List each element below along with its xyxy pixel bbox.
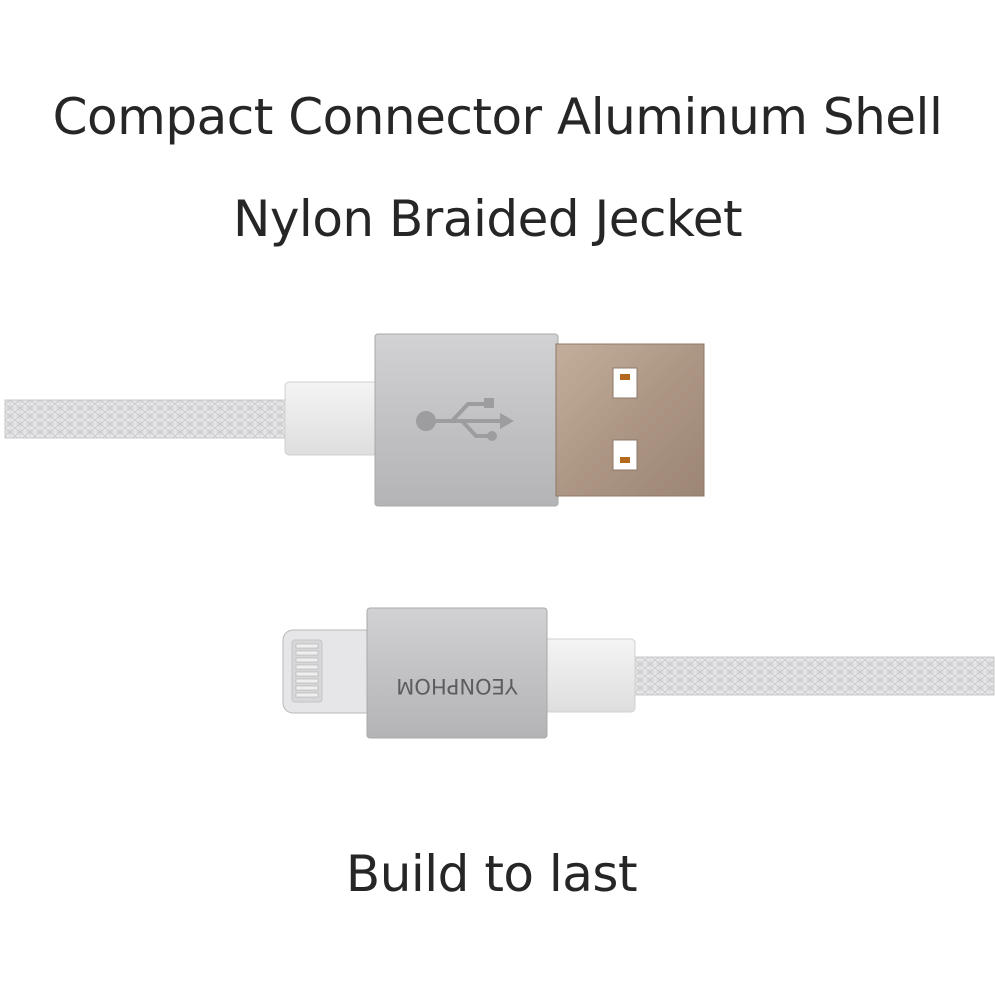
usb-plug-slot-top bbox=[612, 367, 638, 399]
usb-a-connector bbox=[4, 333, 705, 507]
lightning-connector: YEONPHOM bbox=[282, 607, 995, 739]
strain-relief-top bbox=[284, 381, 381, 456]
headline-nylon-braided: Nylon Braided Jecket bbox=[232, 190, 743, 248]
usb-pin-bottom bbox=[620, 457, 630, 463]
usb-pin-top bbox=[620, 374, 630, 380]
aluminum-shell-lightning bbox=[366, 607, 548, 739]
usb-plug-metal bbox=[555, 343, 705, 497]
brand-mark: YEONPHOM bbox=[396, 674, 518, 698]
usb-plug-slot-bottom bbox=[612, 439, 638, 471]
cable-braid-bottom bbox=[629, 656, 995, 696]
headline-build-to-last: Build to last bbox=[345, 845, 638, 903]
lightning-contacts bbox=[295, 643, 319, 698]
usb-trident-icon bbox=[416, 398, 514, 441]
cable-braid-top bbox=[4, 399, 296, 439]
strain-relief-bottom bbox=[534, 638, 636, 713]
headline-compact-connector: Compact Connector Aluminum Shell bbox=[52, 88, 943, 146]
